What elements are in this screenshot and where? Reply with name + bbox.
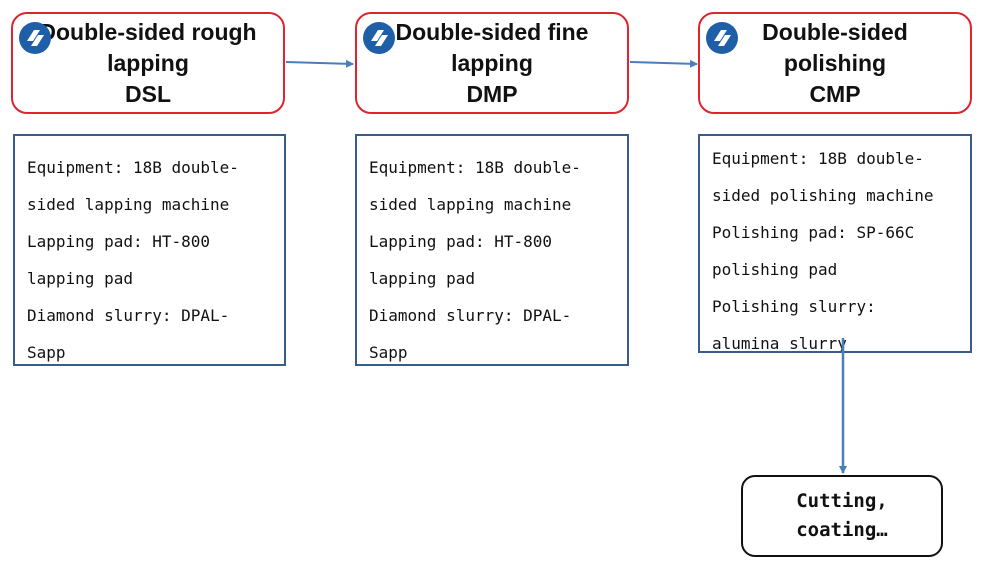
step-title-line: lapping bbox=[107, 49, 189, 76]
step-cmp-box: Double-sided polishing CMP bbox=[698, 12, 972, 114]
detail-line: Polishing pad: SP-66C bbox=[712, 223, 915, 242]
arrow-right-icon bbox=[629, 59, 698, 68]
detail-line: Polishing slurry: bbox=[712, 297, 876, 316]
detail-line: sided lapping machine bbox=[369, 195, 572, 214]
step-abbreviation: DMP bbox=[466, 80, 518, 107]
detail-line: sided lapping machine bbox=[27, 195, 230, 214]
company-logo-icon bbox=[19, 22, 51, 54]
step-dmp-details: Equipment: 18B double- sided lapping mac… bbox=[355, 134, 629, 366]
detail-line: Lapping pad: HT-800 bbox=[27, 232, 211, 251]
step-dsl-details: Equipment: 18B double- sided lapping mac… bbox=[13, 134, 286, 366]
step-title-line: Double-sided bbox=[762, 18, 908, 45]
step-abbreviation: DSL bbox=[125, 80, 171, 107]
final-step-line: coating… bbox=[796, 519, 888, 541]
step-title-line: polishing bbox=[783, 49, 887, 76]
detail-line: lapping pad bbox=[369, 269, 475, 288]
step-title-line: Double-sided rough bbox=[39, 18, 257, 45]
detail-line: lapping pad bbox=[27, 269, 133, 288]
final-step-line: Cutting, bbox=[796, 490, 888, 512]
company-logo-icon bbox=[363, 22, 395, 54]
final-step-box: Cutting, coating… bbox=[741, 475, 943, 557]
company-logo-icon bbox=[706, 22, 738, 54]
detail-line: polishing pad bbox=[712, 260, 838, 279]
detail-line: Lapping pad: HT-800 bbox=[369, 232, 553, 251]
detail-line: Sapp bbox=[369, 343, 408, 362]
detail-line: alumina slurry bbox=[712, 334, 847, 353]
detail-line: Sapp bbox=[27, 343, 66, 362]
step-dmp-box: Double-sided fine lapping DMP bbox=[355, 12, 629, 114]
step-title-line: lapping bbox=[451, 49, 533, 76]
detail-line: Equipment: 18B double- bbox=[27, 158, 239, 177]
detail-line: Diamond slurry: DPAL- bbox=[27, 306, 230, 325]
step-title-line: Double-sided fine bbox=[395, 18, 589, 45]
detail-line: Diamond slurry: DPAL- bbox=[369, 306, 572, 325]
step-dsl-box: Double-sided rough lapping DSL bbox=[11, 12, 285, 114]
arrow-right-icon bbox=[285, 59, 354, 68]
step-cmp-details: Equipment: 18B double- sided polishing m… bbox=[698, 134, 972, 353]
detail-line: sided polishing machine bbox=[712, 186, 934, 205]
detail-line: Equipment: 18B double- bbox=[712, 149, 924, 168]
detail-line: Equipment: 18B double- bbox=[369, 158, 581, 177]
step-abbreviation: CMP bbox=[809, 80, 861, 107]
